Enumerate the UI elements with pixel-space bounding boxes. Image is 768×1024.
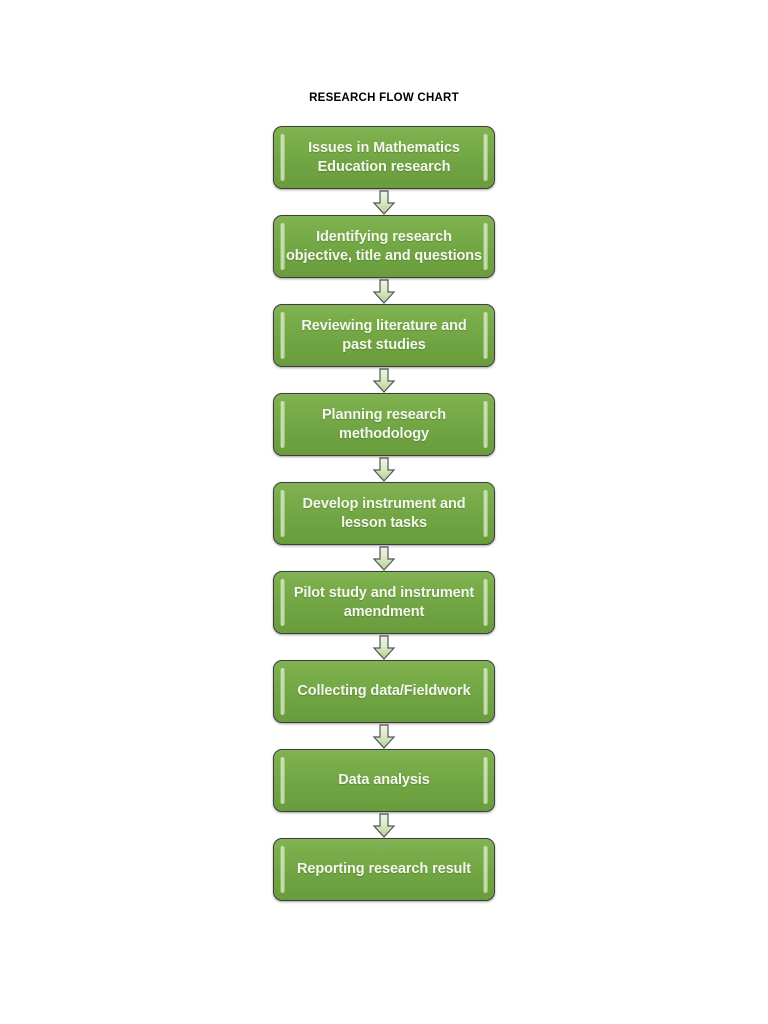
page-title: RESEARCH FLOW CHART xyxy=(309,92,459,104)
down-arrow-icon xyxy=(372,456,396,482)
down-arrow-icon xyxy=(372,278,396,304)
flow-node-label: Reporting research result xyxy=(297,861,471,877)
flow-node-identifying-research-objective-title-and-questions[interactable]: Identifying research objective, title an… xyxy=(273,215,495,278)
down-arrow-icon xyxy=(372,189,396,215)
down-arrow-icon xyxy=(372,545,396,571)
flow-connector-6 xyxy=(273,634,495,660)
flow-node-collecting-data-fieldwork[interactable]: Collecting data/Fieldwork xyxy=(273,660,495,723)
down-arrow-icon xyxy=(372,367,396,393)
flow-connector-5 xyxy=(273,545,495,571)
flow-connector-8 xyxy=(273,812,495,838)
flow-node-reviewing-literature-and-past-studies[interactable]: Reviewing literature and past studies xyxy=(273,304,495,367)
flow-node-issues-in-mathematics-education-research[interactable]: Issues in Mathematics Education research xyxy=(273,126,495,189)
down-arrow-icon xyxy=(372,723,396,749)
flow-node-label: Data analysis xyxy=(338,772,430,788)
flow-node-pilot-study-and-instrument-amendment[interactable]: Pilot study and instrument amendment xyxy=(273,571,495,634)
flow-connector-7 xyxy=(273,723,495,749)
flow-connector-3 xyxy=(273,367,495,393)
flow-node-develop-instrument-and-lesson-tasks[interactable]: Develop instrument and lesson tasks xyxy=(273,482,495,545)
flow-connector-1 xyxy=(273,189,495,215)
flow-connector-2 xyxy=(273,278,495,304)
flow-node-planning-research-methodology[interactable]: Planning research methodology xyxy=(273,393,495,456)
flow-node-label: Issues in Mathematics Education research xyxy=(308,139,460,175)
flowchart-node-column: Issues in Mathematics Education research… xyxy=(273,126,495,901)
flow-connector-4 xyxy=(273,456,495,482)
flow-node-label: Develop instrument and lesson tasks xyxy=(302,495,466,531)
flow-node-label: Identifying research objective, title an… xyxy=(285,228,482,264)
flow-node-label: Pilot study and instrument amendment xyxy=(293,584,475,620)
flow-node-data-analysis[interactable]: Data analysis xyxy=(273,749,495,812)
flow-node-label: Reviewing literature and past studies xyxy=(301,317,467,353)
flow-node-label: Planning research methodology xyxy=(321,406,446,442)
down-arrow-icon xyxy=(372,812,396,838)
flow-node-reporting-research-result[interactable]: Reporting research result xyxy=(273,838,495,901)
down-arrow-icon xyxy=(372,634,396,660)
flow-node-label: Collecting data/Fieldwork xyxy=(297,683,471,699)
